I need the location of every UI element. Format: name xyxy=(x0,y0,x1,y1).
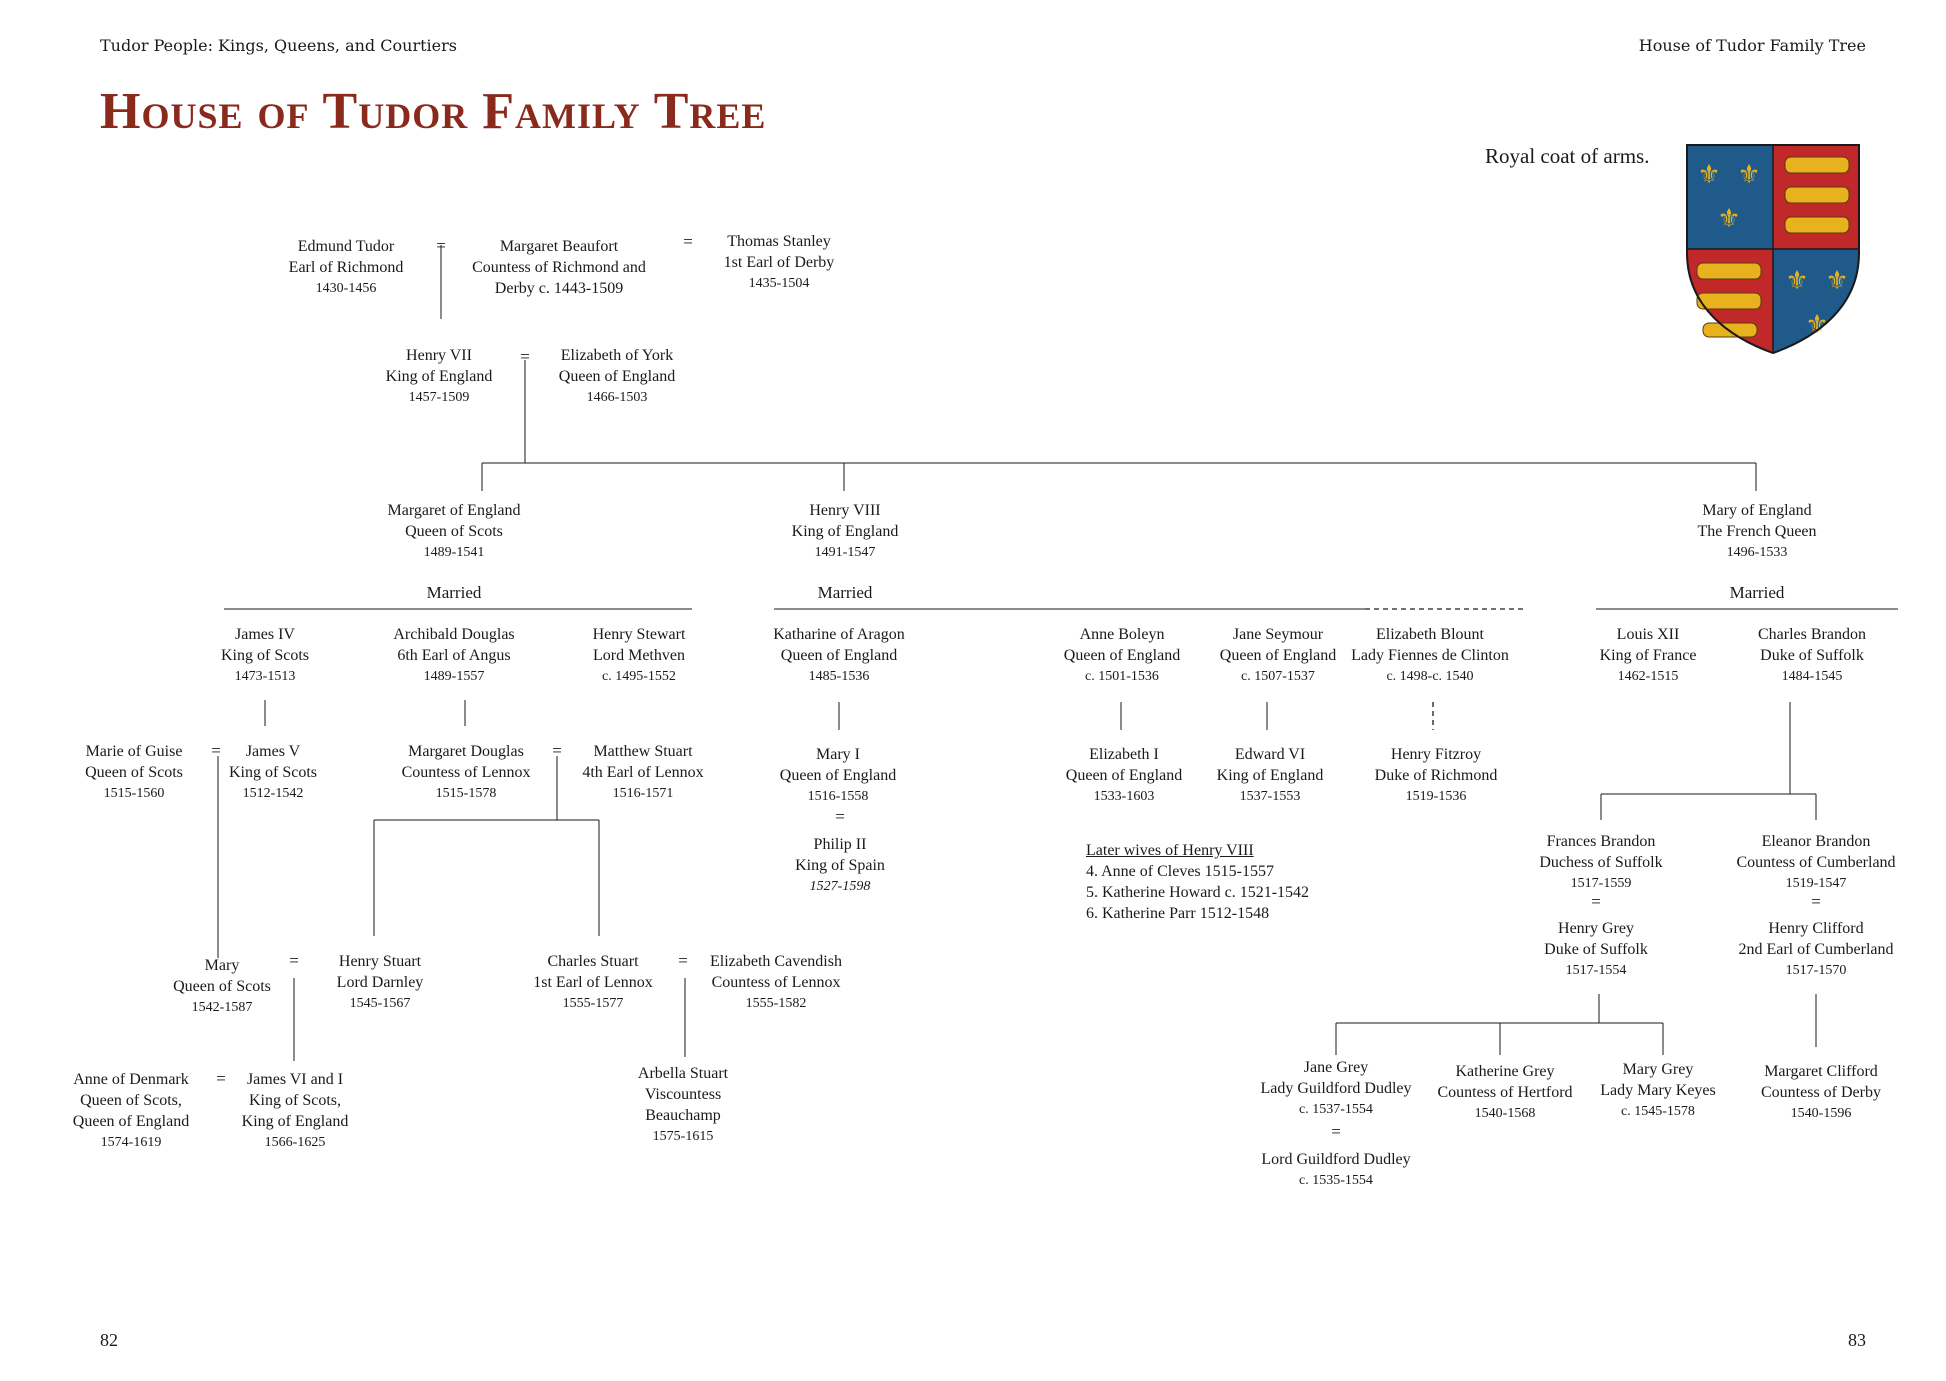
marriage-symbol: = xyxy=(211,741,221,760)
later-wife-item: 6. Katherine Parr 1512-1548 xyxy=(1086,905,1270,922)
svg-text:⚜: ⚜ xyxy=(1697,160,1720,190)
marriage-symbol: = xyxy=(216,1069,226,1088)
later-wives-title: Later wives of Henry VIII xyxy=(1086,842,1254,859)
running-header-right: House of Tudor Family Tree xyxy=(1638,36,1866,55)
coat-of-arms-caption: Royal coat of arms. xyxy=(1485,144,1650,168)
page-title: House of Tudor Family Tree xyxy=(100,83,767,140)
marriage-symbol: = xyxy=(289,951,299,970)
svg-text:⚜: ⚜ xyxy=(1805,310,1828,340)
later-wife-item: 5. Katherine Howard c. 1521-1542 xyxy=(1086,884,1310,901)
marriage-symbol: = xyxy=(520,347,530,366)
marriage-symbol: = xyxy=(1331,1122,1341,1141)
later-wife-item: 4. Anne of Cleves 1515-1557 xyxy=(1086,863,1274,880)
later-wives-list: Later wives of Henry VIII 4. Anne of Cle… xyxy=(1086,840,1309,924)
svg-text:⚜: ⚜ xyxy=(1737,160,1760,190)
royal-coat-of-arms-icon: ⚜ ⚜ ⚜ ⚜ ⚜ ⚜ xyxy=(1686,144,1860,355)
married-label: Married xyxy=(817,583,873,602)
svg-text:⚜: ⚜ xyxy=(1825,266,1848,296)
married-label: Married xyxy=(426,583,482,602)
married-label: Married xyxy=(1729,583,1785,602)
svg-text:⚜: ⚜ xyxy=(1717,204,1740,234)
svg-text:⚜: ⚜ xyxy=(1785,266,1808,296)
marriage-symbol: = xyxy=(678,951,688,970)
marriage-symbol: = xyxy=(683,232,693,251)
running-header-left: Tudor People: Kings, Queens, and Courtie… xyxy=(100,36,457,55)
marriage-symbol: = xyxy=(1811,892,1821,911)
page-number-right: 83 xyxy=(1848,1330,1866,1350)
marriage-symbol: = xyxy=(436,236,446,255)
page-number-left: 82 xyxy=(100,1330,118,1350)
marriage-symbol: = xyxy=(1591,892,1601,911)
marriage-symbol: = xyxy=(552,741,562,760)
marriage-symbol: = xyxy=(835,807,845,826)
